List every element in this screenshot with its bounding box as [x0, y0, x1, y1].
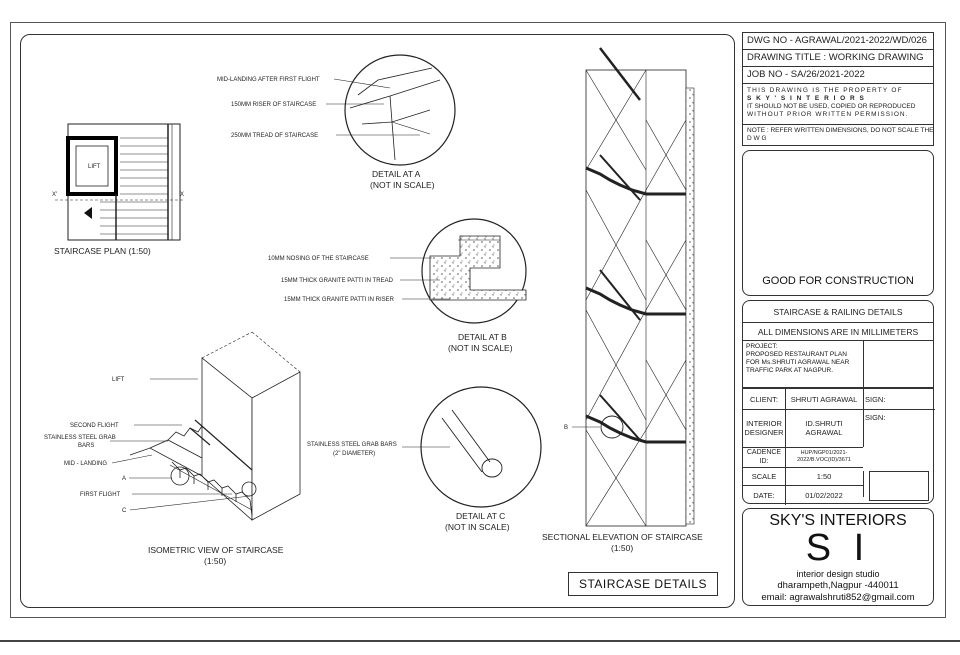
iso-caption-scale: (1:50)	[204, 556, 226, 566]
approval-box: GOOD FOR CONSTRUCTION	[742, 150, 934, 296]
property-line-3: IT SHOULD NOT BE USED, COPIED OR REPRODU…	[747, 103, 916, 110]
client-label: CLIENT:	[750, 394, 778, 404]
designer-sign-label: SIGN:	[865, 412, 886, 422]
firm-logo: S I	[805, 527, 871, 569]
dwg-number: DWG NO - AGRAWAL/2021-2022/WD/026	[743, 33, 933, 50]
firm-box: SKY'S INTERIORS S I interior design stud…	[742, 508, 934, 606]
sheet-title: STAIRCASE & RAILING DETAILS	[743, 301, 933, 323]
iso-grab-bars-label-2: BARS	[78, 443, 94, 449]
iso-first-flight-label: FIRST FLIGHT	[80, 492, 121, 498]
plan-section-mark-left: X'	[52, 192, 57, 198]
project-line-3: TRAFFIC PARK AT NAGPUR.	[746, 367, 834, 374]
detail-c-label-diameter: (2" DIAMETER)	[333, 451, 375, 457]
sheet-details-box: STAIRCASE & RAILING DETAILS ALL DIMENSIO…	[742, 300, 934, 389]
sheet-stamp: STAIRCASE DETAILS	[568, 572, 718, 596]
project-description: PROJECT: PROPOSED RESTAURANT PLAN FOR Ms…	[746, 343, 862, 375]
project-line-1: PROPOSED RESTAURANT PLAN	[746, 351, 847, 358]
iso-grab-bars-label: STAINLESS STEEL GRAB	[44, 435, 116, 441]
iso-marker-c: C	[122, 508, 127, 514]
detail-c-caption-scale: (NOT IN SCALE)	[445, 522, 510, 532]
detail-a-caption-scale: (NOT IN SCALE)	[370, 180, 435, 190]
detail-b-label-1: 10MM NOSING OF THE STAIRCASE	[268, 256, 369, 262]
client-sign-label: SIGN:	[865, 394, 886, 404]
iso-lift-label: LIFT	[112, 377, 125, 383]
detail-a-label-2: 150MM RISER OF STAIRCASE	[231, 102, 316, 108]
staircase-plan	[55, 123, 185, 241]
studio-line: interior design studio	[796, 569, 880, 579]
property-line-4: WITHOUT PRIOR WRITTEN PERMISSION.	[747, 111, 909, 118]
address-line: dharampeth,Nagpur -440011	[777, 580, 899, 591]
good-for-construction: GOOD FOR CONSTRUCTION	[762, 275, 914, 287]
detail-b-label-2: 15MM THICK GRANITE PATTI IN TREAD	[281, 278, 394, 284]
project-line-2: FOR Ms.SHRUTI AGRAWAL NEAR	[746, 359, 850, 366]
designer-value: ID.SHRUTI AGRAWAL	[785, 409, 863, 447]
cadence-value: HUP/NGP01/2021- 2022/B.VOC(ID)/3671	[785, 447, 863, 467]
designer-value-line-1: ID.SHRUTI	[805, 419, 843, 428]
stamp-box	[869, 471, 929, 501]
drawing-frame	[20, 34, 735, 608]
dimensions-note: ALL DIMENSIONS ARE IN MILLIMETERS	[743, 323, 933, 341]
iso-mid-landing-label: MID - LANDING	[64, 461, 107, 467]
client-info-box: CLIENT: SHRUTI AGRAWAL SIGN: INTERIOR DE…	[742, 388, 935, 505]
detail-b-drawing	[421, 218, 527, 324]
iso-marker-a: A	[122, 476, 126, 482]
designer-value-line-2: AGRAWAL	[805, 428, 843, 437]
scale-note: NOTE : REFER WRITTEN DIMENSIONS, DO NOT …	[743, 125, 933, 147]
property-line-1: THIS DRAWING IS THE PROPERTY OF	[747, 87, 903, 94]
iso-caption: ISOMETRIC VIEW OF STAIRCASE	[148, 545, 284, 555]
plan-title: STAIRCASE PLAN (1:50)	[54, 246, 151, 256]
page-divider	[0, 640, 960, 642]
plan-lift-label: LIFT	[88, 164, 101, 170]
job-number: JOB NO - SA/26/2021-2022	[743, 67, 933, 84]
detail-a-drawing	[344, 54, 456, 166]
detail-b-caption-scale: (NOT IN SCALE)	[448, 343, 513, 353]
elevation-marker-b: B	[564, 425, 568, 431]
firm-name: SKY'S INTERIORS	[769, 512, 907, 529]
elevation-caption-scale: (1:50)	[611, 543, 633, 553]
plan-section-mark-right: X	[180, 192, 184, 198]
scale-note-line-1: NOTE : REFER WRITTEN DIMENSIONS, DO NOT …	[747, 127, 933, 134]
date-label: DATE:	[753, 490, 775, 500]
cadence-value-line-2: 2022/B.VOC(ID)/3671	[797, 457, 851, 463]
email-line: email: agrawalshruti852@gmail.com	[761, 592, 915, 603]
iso-second-flight-label: SECOND FLIGHT	[70, 423, 119, 429]
detail-c-caption: DETAIL AT C	[456, 511, 505, 521]
client-value: SHRUTI AGRAWAL	[790, 394, 858, 404]
project-label: PROJECT:	[746, 343, 778, 350]
detail-a-label-3: 250MM TREAD OF STAIRCASE	[231, 133, 318, 139]
title-block-header: DWG NO - AGRAWAL/2021-2022/WD/026 DRAWIN…	[742, 32, 934, 146]
date-value: 01/02/2022	[805, 490, 843, 500]
cadence-value-line-1: HUP/NGP01/2021-	[800, 450, 848, 456]
designer-label-line-2: DESIGNER	[744, 428, 784, 437]
scale-label: SCALE	[751, 471, 777, 481]
property-notice: THIS DRAWING IS THE PROPERTY OF S K Y ' …	[743, 84, 933, 125]
scale-note-line-2: D W G	[747, 135, 767, 142]
property-line-2: S K Y ' S I N T E R I O R S	[747, 95, 866, 102]
scale-value: 1:50	[816, 471, 832, 481]
sectional-elevation-drawing	[585, 47, 695, 527]
designer-label: INTERIOR DESIGNER	[743, 409, 785, 447]
drawing-title: DRAWING TITLE : WORKING DRAWING	[743, 50, 933, 67]
designer-label-line-1: INTERIOR	[746, 419, 782, 428]
detail-b-label-3: 15MM THICK GRANITE PATTI IN RISER	[284, 297, 395, 303]
detail-c-label: STAINLESS STEEL GRAB BARS	[307, 442, 397, 448]
detail-a-label-1: MID-LANDING AFTER FIRST FLIGHT	[217, 77, 320, 83]
cadence-label: CADENCE ID:	[746, 449, 782, 465]
isometric-drawing	[129, 331, 301, 521]
detail-b-caption: DETAIL AT B	[458, 332, 507, 342]
elevation-caption: SECTIONAL ELEVATION OF STAIRCASE	[542, 532, 703, 542]
detail-a-caption: DETAIL AT A	[372, 169, 421, 179]
